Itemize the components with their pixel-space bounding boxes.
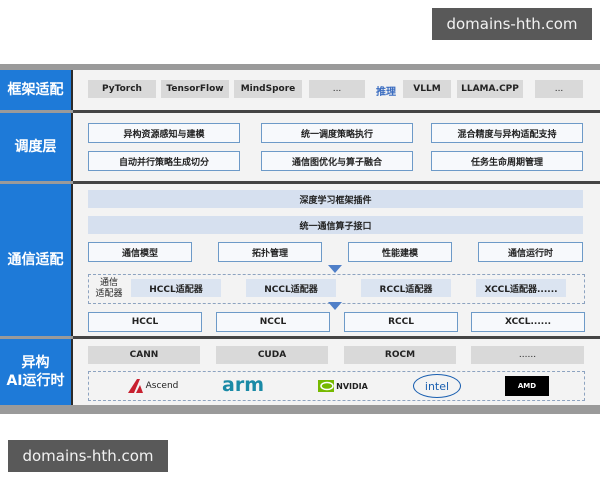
arrow-down-icon (328, 265, 342, 273)
arrow-down-icon (328, 302, 342, 310)
divider (73, 336, 600, 339)
runtime-item: CUDA (216, 346, 328, 364)
adapter-item: RCCL适配器 (361, 279, 451, 297)
vendor-group (88, 371, 585, 401)
watermark-bottom: domains-hth.com (8, 440, 168, 472)
comm-module: 通信运行时 (478, 242, 583, 262)
ascend-logo: Ascend (113, 375, 193, 397)
sched-item: 任务生命周期管理 (431, 151, 583, 171)
layer-label-scheduling: 调度层 (0, 113, 73, 181)
layer-label-communication: 通信适配 (0, 184, 73, 336)
runtime-content: CANN CUDA ROCM ...... Ascend arm NVIDIA … (73, 339, 600, 405)
sched-item: 统一调度策略执行 (261, 123, 413, 143)
layer-runtime: 异构 AI运行时 CANN CUDA ROCM ...... Ascend ar… (0, 339, 600, 405)
intel-logo: intel (413, 374, 461, 398)
runtime-item: ...... (471, 346, 584, 364)
comm-module: 性能建模 (348, 242, 452, 262)
comm-library: RCCL (344, 312, 458, 332)
sched-item: 自动并行策略生成切分 (88, 151, 240, 171)
runtime-label-line2: AI运行时 (6, 373, 65, 389)
comm-band-plugin: 深度学习框架插件 (88, 190, 583, 208)
adapter-item: HCCL适配器 (131, 279, 221, 297)
adapter-item: XCCL适配器...... (476, 279, 566, 297)
sched-item: 混合精度与异构适配支持 (431, 123, 583, 143)
nvidia-eye-icon (318, 380, 335, 392)
ascend-mark-icon (127, 379, 143, 393)
communication-content: 深度学习框架插件 统一通信算子接口 通信模型 拓扑管理 性能建模 通信运行时 通… (73, 184, 600, 336)
sched-item: 异构资源感知与建模 (88, 123, 240, 143)
layer-communication: 通信适配 深度学习框架插件 统一通信算子接口 通信模型 拓扑管理 性能建模 通信… (0, 184, 600, 336)
adapter-group-label: 通信 适配器 (95, 278, 123, 299)
comm-library: HCCL (88, 312, 202, 332)
layer-scheduling: 调度层 异构资源感知与建模 统一调度策略执行 混合精度与异构适配支持 自动并行策… (0, 113, 600, 181)
inference-more: ... (535, 80, 583, 98)
scheduling-content: 异构资源感知与建模 统一调度策略执行 混合精度与异构适配支持 自动并行策略生成切… (73, 113, 600, 181)
adapter-item: NCCL适配器 (246, 279, 336, 297)
comm-module: 拓扑管理 (218, 242, 322, 262)
divider (73, 181, 600, 184)
inference-label: 推理 (376, 87, 396, 98)
framework-content: PyTorch TensorFlow MindSpore ... 推理 VLLM… (73, 70, 600, 110)
inference-vllm: VLLM (403, 80, 451, 98)
comm-module: 通信模型 (88, 242, 192, 262)
divider (73, 110, 600, 113)
runtime-label-line1: 异构 (21, 355, 50, 371)
nvidia-logo: NVIDIA (313, 375, 373, 397)
framework-mindspore: MindSpore (234, 80, 302, 98)
sched-item: 通信图优化与算子融合 (261, 151, 413, 171)
framework-pytorch: PyTorch (88, 80, 156, 98)
comm-library: NCCL (216, 312, 330, 332)
runtime-item: ROCM (344, 346, 456, 364)
watermark-top: domains-hth.com (432, 8, 592, 40)
comm-library: XCCL...... (471, 312, 585, 332)
runtime-item: CANN (88, 346, 200, 364)
comm-band-interface: 统一通信算子接口 (88, 216, 583, 234)
framework-more: ... (309, 80, 365, 98)
layer-framework: 框架适配 PyTorch TensorFlow MindSpore ... 推理… (0, 70, 600, 110)
arm-logo: arm (222, 374, 264, 396)
layer-label-framework: 框架适配 (0, 70, 73, 110)
inference-llamacpp: LLAMA.CPP (457, 80, 523, 98)
framework-tensorflow: TensorFlow (161, 80, 229, 98)
amd-logo: AMD (505, 376, 549, 396)
architecture-diagram: 框架适配 PyTorch TensorFlow MindSpore ... 推理… (0, 64, 600, 414)
layer-label-runtime: 异构 AI运行时 (0, 339, 73, 405)
